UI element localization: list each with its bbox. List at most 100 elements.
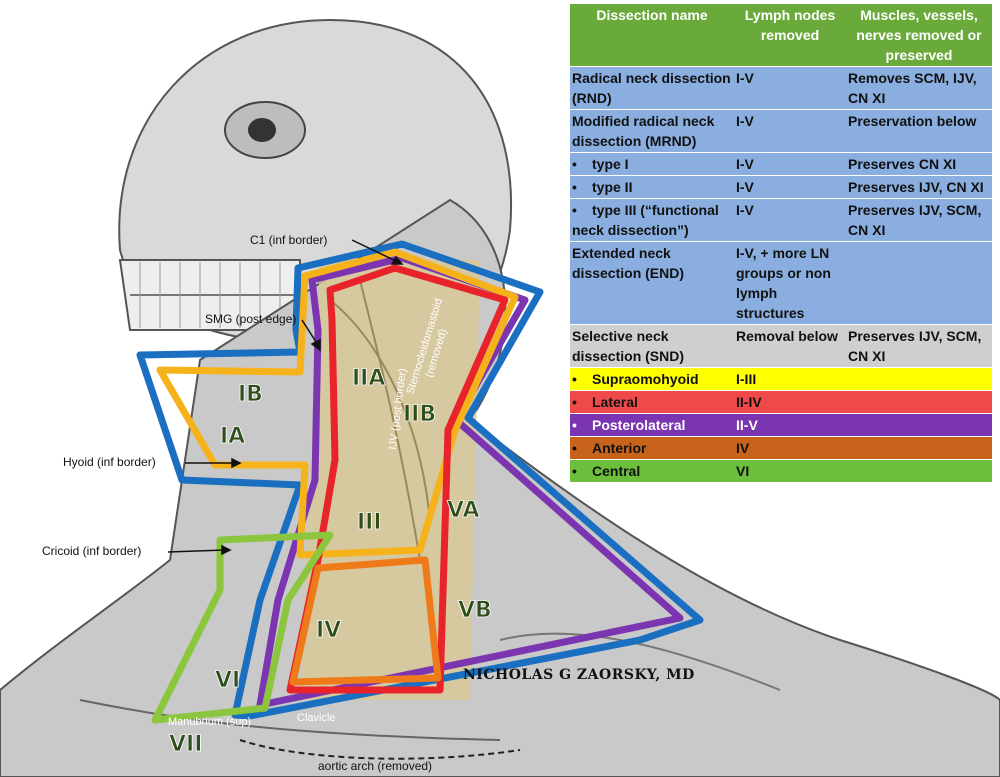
cell-lymph-nodes: IV [734,436,846,460]
cell-dissection-name: Modified radical neck dissection (MRND) [570,109,734,153]
cell-lymph-nodes: I-V [734,109,846,153]
level-iii: III [357,510,382,535]
dissection-name-text: Central [592,463,641,479]
cell-lymph-nodes: I-V, + more LN groups or non lymph struc… [734,241,846,325]
level-vii: VII [169,732,202,757]
cell-dissection-name: •type III (“functional neck dissection”) [570,198,734,242]
level-va: VA [447,498,480,523]
cell-lymph-nodes: I-V [734,152,846,176]
dissection-name-text: Posterolateral [592,417,686,433]
watermark-author: NICHOLAS G ZAORSKY, MD [463,667,695,683]
dissection-name-text: type I [592,156,629,172]
cell-structures: Removes SCM, IJV, CN XI [846,66,992,110]
dissection-name-text: Selective neck dissection (SND) [572,328,685,364]
level-labels: IB IA IIA IIB III VA IV VB VI VII [169,366,493,758]
table-row: • Supraomohyoid I-III [570,367,992,391]
cell-structures: Preserves CN XI [846,152,992,176]
level-vi: VI [215,668,240,693]
level-ib: IB [238,382,263,407]
cell-dissection-name: Radical neck dissection (RND) [570,66,734,110]
cell-dissection-name: Extended neck dissection (END) [570,241,734,325]
cell-structures: Preserves IJV, SCM, CN XI [846,324,992,368]
bullet-marker: • [572,202,577,218]
cell-dissection-name: • Lateral [570,390,734,414]
cell-lymph-nodes: I-V [734,175,846,199]
cell-structures [846,459,992,483]
header-structures: Muscles, vessels, nerves removed or pres… [846,4,992,67]
header-lymph-nodes: Lymph nodes removed [734,4,846,67]
level-iia: IIA [352,366,385,391]
pointer-arrows [167,239,404,556]
table-row: • Posterolateral II-V [570,413,992,437]
cell-dissection-name: • Supraomohyoid [570,367,734,391]
cell-dissection-name: Selective neck dissection (SND) [570,324,734,368]
table-header-row: Dissection name Lymph nodes removed Musc… [570,4,992,67]
outline-orange [289,556,442,686]
dissection-name-text: type III (“functional neck dissection”) [572,202,719,238]
bullet-marker: • [572,156,577,172]
cell-dissection-name: • Posterolateral [570,413,734,437]
neck-dissection-table: Dissection name Lymph nodes removed Musc… [570,4,992,483]
outline-red [286,264,509,694]
bullet-marker: • [572,463,577,479]
smg-label: SMG (post edge) [205,312,296,326]
cell-dissection-name: • Anterior [570,436,734,460]
cell-structures [846,413,992,437]
level-vb: VB [458,598,492,623]
outline-yellow [156,248,519,559]
clavicle-label: Clavicle [297,712,336,724]
cell-lymph-nodes: II-IV [734,390,846,414]
table-row: •type III (“functional neck dissection”)… [570,198,992,242]
aortic-arch-label: aortic arch (removed) [318,759,432,773]
cell-structures [846,436,992,460]
bullet-marker: • [572,371,577,387]
bullet-marker: • [572,394,577,410]
level-ia: IA [220,424,245,449]
c1-label: C1 (inf border) [250,233,327,247]
cell-lymph-nodes: Removal below [734,324,846,368]
table-row: Selective neck dissection (SND) Removal b… [570,324,992,368]
dissection-outlines [136,240,704,724]
outline-green [151,531,334,724]
outline-blue [136,240,704,720]
table-row: • Lateral II-IV [570,390,992,414]
cell-lymph-nodes: I-V [734,198,846,242]
table-row: Extended neck dissection (END) I-V, + mor… [570,241,992,325]
cell-dissection-name: • type II [570,175,734,199]
hyoid-label: Hyoid (inf border) [63,455,156,469]
cell-lymph-nodes: II-V [734,413,846,437]
cell-structures [846,390,992,414]
cell-lymph-nodes: I-V [734,66,846,110]
cricoid-label: Cricoid (inf border) [42,544,141,558]
dissection-name-text: Supraomohyoid [592,371,699,387]
dissection-name-text: Extended neck dissection (END) [572,245,685,281]
cell-structures: Preservation below [846,109,992,153]
dissection-name-text: type II [592,179,633,195]
dissection-name-text: Lateral [592,394,638,410]
manubrium-label: Manubrium (sup) [168,716,251,728]
bullet-marker: • [572,440,577,456]
bullet-marker: • [572,417,577,433]
cell-structures [846,241,992,325]
header-dissection-name: Dissection name [570,4,734,67]
cell-lymph-nodes: I-III [734,367,846,391]
cell-lymph-nodes: VI [734,459,846,483]
cell-structures: Preserves IJV, CN XI [846,175,992,199]
cell-structures: Preserves IJV, SCM, CN XI [846,198,992,242]
cell-dissection-name: • type I [570,152,734,176]
level-iv: IV [316,618,341,643]
level-iib: IIB [403,402,436,427]
dissection-name-text: Radical neck dissection (RND) [572,70,731,106]
dissection-name-text: Modified radical neck dissection (MRND) [572,113,715,149]
bullet-marker: • [572,179,577,195]
cell-dissection-name: • Central [570,459,734,483]
cell-structures [846,367,992,391]
dissection-name-text: Anterior [592,440,647,456]
table-row: • Central VI [570,459,992,483]
table-row: • Anterior IV [570,436,992,460]
